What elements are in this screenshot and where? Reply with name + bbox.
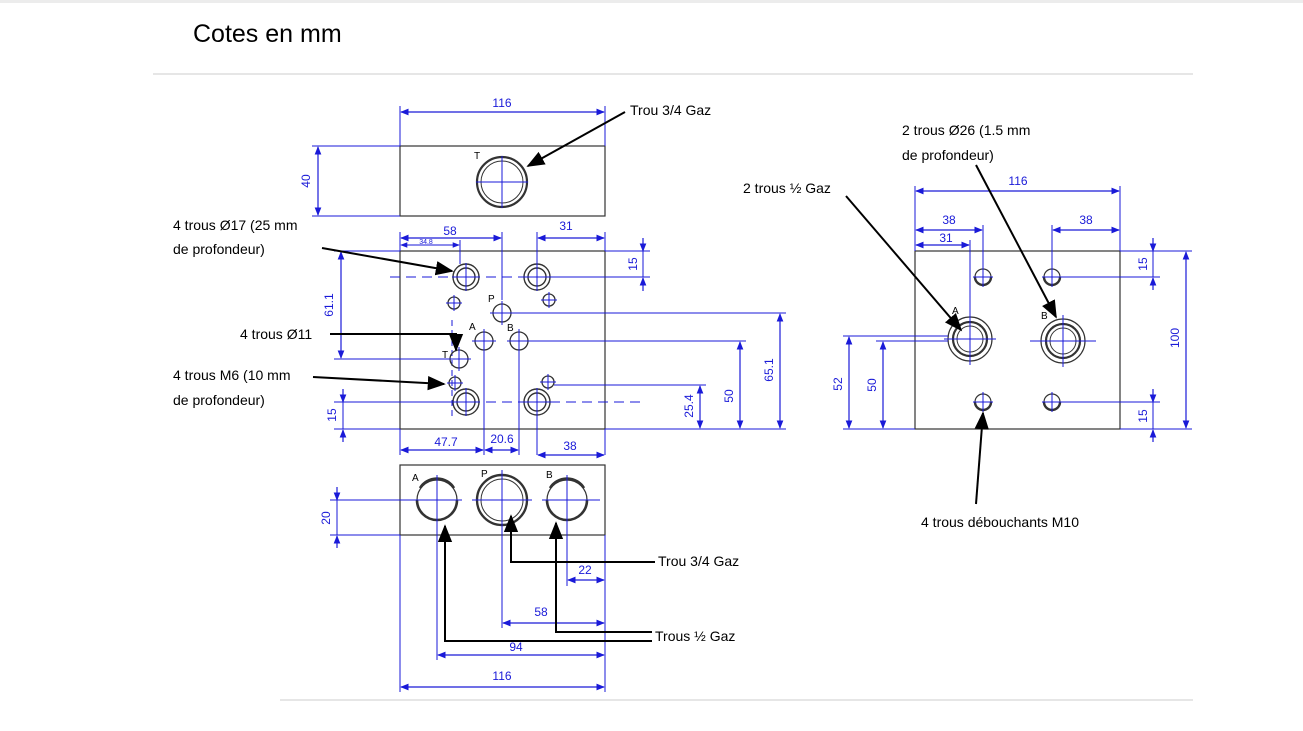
top-view-outline [399, 145, 606, 217]
note-trous-m6-line2: de profondeur) [173, 392, 265, 408]
dim-front-50: 50 [722, 389, 736, 403]
dim-front-58: 58 [443, 224, 457, 238]
hole-m6-2 [541, 292, 557, 308]
leader-trous-26 [975, 164, 1057, 319]
note-trous-26-line1: 2 trous Ø26 (1.5 mm [902, 122, 1030, 138]
side-view-outline [914, 250, 1121, 430]
dim-side-38-left: 38 [942, 213, 956, 227]
hole-17-tr [523, 263, 551, 291]
note-trous-m10: 4 trous débouchants M10 [921, 514, 1079, 530]
side-view: A B 116 38 31 38 15 100 15 [831, 174, 1192, 442]
port-label-p: P [481, 469, 488, 480]
note-trou-gaz-bottom: Trou 3/4 Gaz [658, 553, 739, 569]
note-trous-m6-line1: 4 trous M6 (10 mm [173, 367, 290, 383]
note-trou-gaz-top: Trou 3/4 Gaz [630, 102, 711, 118]
m10-hole-bl [973, 392, 993, 412]
top-rule [0, 0, 1303, 3]
dim-side-50: 50 [865, 378, 879, 392]
dim-top-height: 40 [299, 174, 313, 188]
port-label-a: A [469, 322, 476, 333]
dim-front-31: 31 [559, 219, 573, 233]
m10-hole-tl [973, 267, 993, 287]
hole-17-tl [452, 263, 480, 291]
port-label-b: B [1041, 311, 1048, 322]
port-b-hole [542, 475, 600, 525]
port-label-a: A [952, 306, 959, 317]
dim-bottom-94: 94 [509, 640, 523, 654]
port-label-t: T [442, 350, 448, 361]
leader-trous-demi-side [845, 195, 963, 332]
top-view: T 116 40 [299, 96, 606, 217]
leader-trous-demi-b [548, 521, 652, 633]
dim-bottom-20: 20 [319, 511, 333, 525]
hole-m6-1 [446, 295, 462, 311]
leader-trous-17 [321, 247, 454, 276]
port-label-a: A [412, 473, 419, 484]
dim-front-25-4: 25.4 [682, 394, 696, 418]
m10-hole-br [1042, 392, 1062, 412]
port-label-b: B [507, 323, 514, 334]
dim-side-116: 116 [1008, 174, 1027, 188]
m10-hole-tr [1042, 267, 1062, 287]
hole-17-br [523, 388, 551, 416]
bottom-view: A P B 20 22 58 94 116 [319, 464, 606, 692]
hole-11-t [447, 347, 471, 371]
dim-front-34-8: 34.8 [419, 239, 433, 246]
annotations: Trou 3/4 Gaz 4 trous Ø17 (25 mm de profo… [173, 102, 1079, 644]
leader-trous-demi-a [437, 524, 652, 642]
port-b-side-hole [1030, 315, 1096, 367]
port-label-b: B [546, 470, 553, 481]
note-trous-11: 4 trous Ø11 [240, 326, 312, 342]
dim-side-52: 52 [831, 377, 845, 391]
hole-17-bl [452, 388, 480, 416]
note-trous-demi-bottom: Trous ½ Gaz [655, 628, 735, 644]
note-trous-17-line1: 4 trous Ø17 (25 mm [173, 217, 298, 233]
port-label-t: T [474, 151, 480, 162]
note-trous-17-line2: de profondeur) [173, 241, 265, 257]
port-label-p: P [488, 294, 495, 305]
dim-front-38: 38 [563, 439, 577, 453]
dim-front-15-bottom: 15 [325, 408, 339, 422]
dim-bottom-116: 116 [492, 669, 511, 683]
leader-trous-11 [330, 333, 464, 352]
dim-front-15-top: 15 [626, 257, 640, 271]
dim-front-65-1: 65.1 [762, 358, 776, 382]
dim-side-15-bottom: 15 [1136, 409, 1150, 423]
hole-m6-4 [540, 374, 556, 390]
dim-side-100: 100 [1168, 328, 1182, 348]
dim-front-20-6: 20.6 [490, 432, 514, 446]
leader-trous-m10 [974, 411, 989, 505]
dim-top-width: 116 [492, 96, 511, 110]
note-trous-demi-side: 2 trous ½ Gaz [743, 180, 831, 196]
dim-bottom-22: 22 [578, 563, 592, 577]
port-p-hole [472, 470, 532, 530]
leader-trou-gaz-bottom [503, 514, 655, 563]
port-a-hole [412, 475, 462, 525]
front-view: P A B T 58 34.8 31 15 61.1 15 [322, 219, 786, 459]
leader-trous-m6 [312, 375, 446, 391]
leader-trou-gaz-top [526, 111, 626, 167]
dim-front-61-1: 61.1 [322, 293, 336, 317]
dim-front-47-7: 47.7 [434, 435, 458, 449]
note-trous-26-line2: de profondeur) [902, 147, 994, 163]
dim-bottom-58: 58 [534, 605, 548, 619]
dim-side-31: 31 [939, 231, 953, 245]
dim-side-38-right: 38 [1079, 213, 1093, 227]
page-title: Cotes en mm [193, 20, 342, 48]
dim-side-15-top: 15 [1136, 257, 1150, 271]
hole-m6-3 [447, 375, 463, 391]
port-a-side-hole [944, 313, 996, 365]
